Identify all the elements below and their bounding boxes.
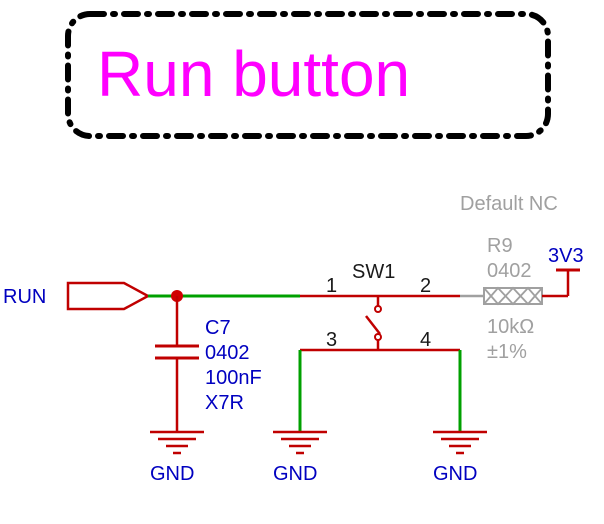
vdd-label: 3V3	[548, 245, 584, 267]
r9-ref: R9	[487, 235, 513, 257]
r9-nc-note: Default NC	[460, 193, 558, 215]
run-net-port-icon	[66, 281, 151, 311]
c7-ref: C7	[205, 317, 231, 339]
run-net-label: RUN	[3, 286, 46, 308]
r9-package: 0402	[487, 260, 532, 282]
c7-gnd-label: GND	[150, 463, 194, 485]
push-button-switch-icon	[365, 296, 382, 350]
c7-package: 0402	[205, 342, 250, 364]
r9-tolerance: ±1%	[487, 341, 527, 363]
capacitor-icon	[155, 344, 199, 360]
sw1-gnd-right-label: GND	[433, 463, 477, 485]
sw1-pin-1: 1	[326, 275, 337, 297]
title-text: Run button	[97, 38, 410, 110]
resistor-nc-icon	[483, 286, 543, 306]
c7-value: 100nF	[205, 367, 262, 389]
ground-icon	[150, 430, 204, 455]
sw1-gnd-left-label: GND	[273, 463, 317, 485]
ground-icon	[433, 430, 487, 455]
ground-icon	[273, 430, 327, 455]
sw1-pin-2: 2	[420, 275, 431, 297]
c7-dielectric: X7R	[205, 392, 244, 414]
sw1-pin-3: 3	[326, 329, 337, 351]
r9-value: 10kΩ	[487, 316, 534, 338]
sw1-pin-4: 4	[420, 329, 431, 351]
sw1-ref: SW1	[352, 261, 395, 283]
title-frame	[65, 11, 551, 139]
